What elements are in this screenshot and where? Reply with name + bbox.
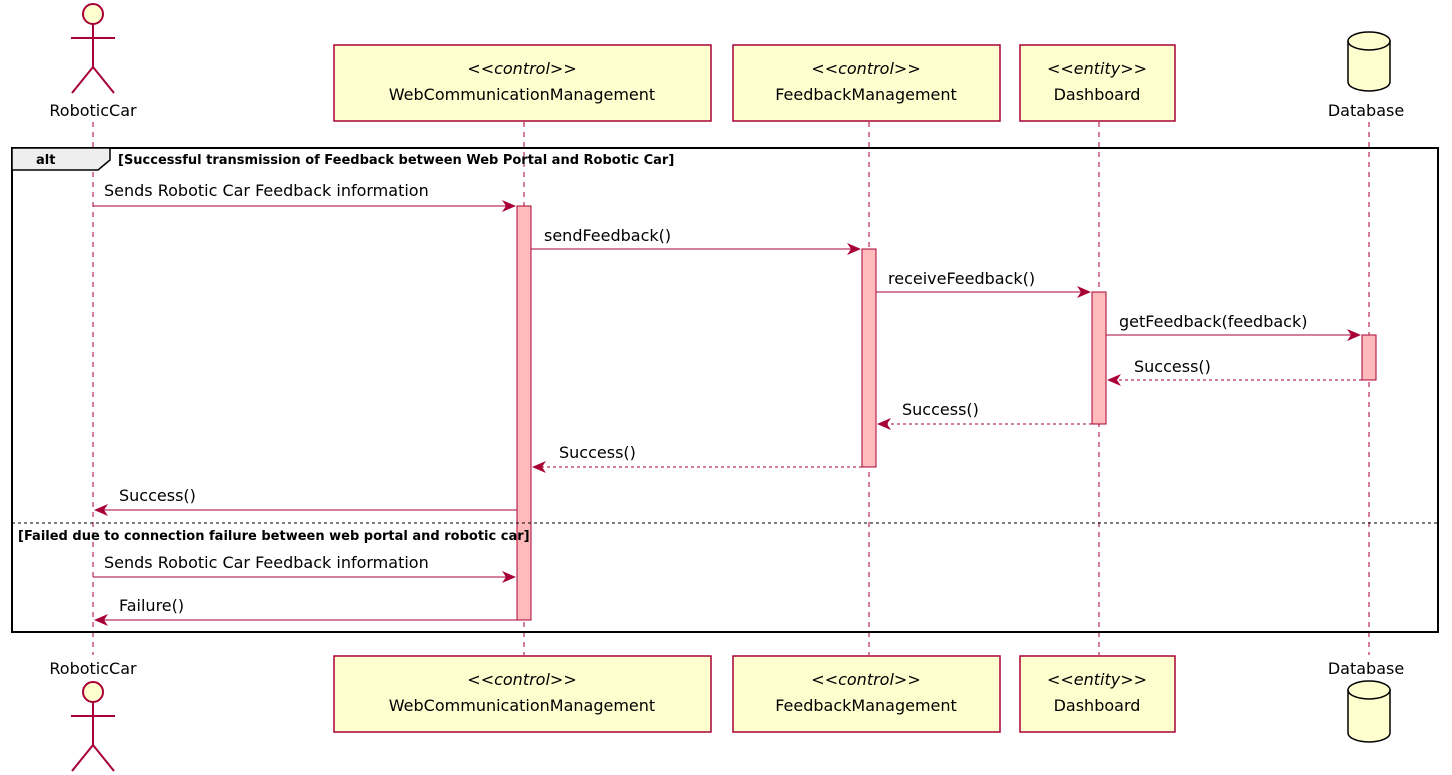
participant-name: Dashboard xyxy=(1054,85,1141,104)
message-label: Sends Robotic Car Feedback information xyxy=(104,553,429,572)
alt-guard-success: [Successful transmission of Feedback bet… xyxy=(118,153,674,168)
message-label: Success() xyxy=(559,443,636,462)
participant-database-top: Database xyxy=(1328,31,1404,120)
activation-web-communication-management xyxy=(516,205,532,621)
alt-frame xyxy=(11,147,1439,633)
message-5: Success() xyxy=(1107,357,1362,386)
alt-operator-tab xyxy=(11,147,111,171)
participant-stereotype: <<entity>> xyxy=(1047,670,1147,689)
participant-name: FeedbackManagement xyxy=(775,696,957,715)
participant-stereotype: <<control>> xyxy=(811,59,920,78)
lifelines xyxy=(92,122,1370,655)
participant-dashboard-bottom: <<entity>> Dashboard xyxy=(1019,655,1176,733)
participant-stereotype: <<control>> xyxy=(467,59,576,78)
message-label: Success() xyxy=(1134,357,1211,376)
participant-stereotype: <<entity>> xyxy=(1047,59,1147,78)
message-label: Sends Robotic Car Feedback information xyxy=(104,181,429,200)
participant-dashboard-top: <<entity>> Dashboard xyxy=(1019,44,1176,122)
message-3: receiveFeedback() xyxy=(876,269,1091,298)
activation-feedback-management xyxy=(861,248,877,468)
participant-feedback-management-top: <<control>> FeedbackManagement xyxy=(732,44,1001,122)
participant-feedback-management-bottom: <<control>> FeedbackManagement xyxy=(732,655,1001,733)
participant-name: Database xyxy=(1328,101,1404,120)
message-label: receiveFeedback() xyxy=(888,269,1035,288)
alt-fragment: alt [Successful transmission of Feedback… xyxy=(11,147,1439,633)
activations xyxy=(516,205,1377,621)
actor-robotic-car-bottom: RoboticCar xyxy=(49,659,137,772)
participants-bottom: RoboticCar <<control>> WebCommunicationM… xyxy=(49,655,1404,772)
message-label: getFeedback(feedback) xyxy=(1119,312,1307,331)
message-9: Sends Robotic Car Feedback information xyxy=(93,553,516,583)
participant-name: FeedbackManagement xyxy=(775,85,957,104)
message-7: Success() xyxy=(532,443,862,473)
participant-database-bottom: Database xyxy=(1328,659,1404,743)
message-2: sendFeedback() xyxy=(531,226,861,255)
activation-dashboard xyxy=(1091,291,1107,425)
participant-stereotype: <<control>> xyxy=(467,670,576,689)
participant-name: WebCommunicationManagement xyxy=(389,85,655,104)
database-icon xyxy=(1347,31,1391,92)
participant-web-communication-management-top: <<control>> WebCommunicationManagement xyxy=(333,44,712,122)
message-4: getFeedback(feedback) xyxy=(1106,312,1361,341)
participant-name: Dashboard xyxy=(1054,696,1141,715)
message-8: Success() xyxy=(94,486,517,516)
message-6: Success() xyxy=(877,400,1092,430)
database-icon xyxy=(1347,680,1391,743)
participant-name: RoboticCar xyxy=(49,101,137,120)
participant-stereotype: <<control>> xyxy=(811,670,920,689)
actor-icon xyxy=(71,681,115,772)
message-label: Success() xyxy=(119,486,196,505)
participant-name: Database xyxy=(1328,659,1404,678)
message-10: Failure() xyxy=(94,596,517,626)
message-label: sendFeedback() xyxy=(544,226,671,245)
message-label: Success() xyxy=(902,400,979,419)
participant-name: RoboticCar xyxy=(49,659,137,678)
activation-database xyxy=(1361,334,1377,381)
messages: Sends Robotic Car Feedback information s… xyxy=(93,181,1362,626)
alt-operator: alt xyxy=(36,153,55,168)
message-label: Failure() xyxy=(119,596,184,615)
participant-name: WebCommunicationManagement xyxy=(389,696,655,715)
actor-icon xyxy=(71,3,115,94)
alt-guard-failure: [Failed due to connection failure betwee… xyxy=(18,529,530,544)
participant-web-communication-management-bottom: <<control>> WebCommunicationManagement xyxy=(333,655,712,733)
actor-robotic-car-top: RoboticCar xyxy=(49,3,137,120)
participants-top: RoboticCar <<control>> WebCommunicationM… xyxy=(49,3,1404,122)
message-1: Sends Robotic Car Feedback information xyxy=(93,181,516,212)
